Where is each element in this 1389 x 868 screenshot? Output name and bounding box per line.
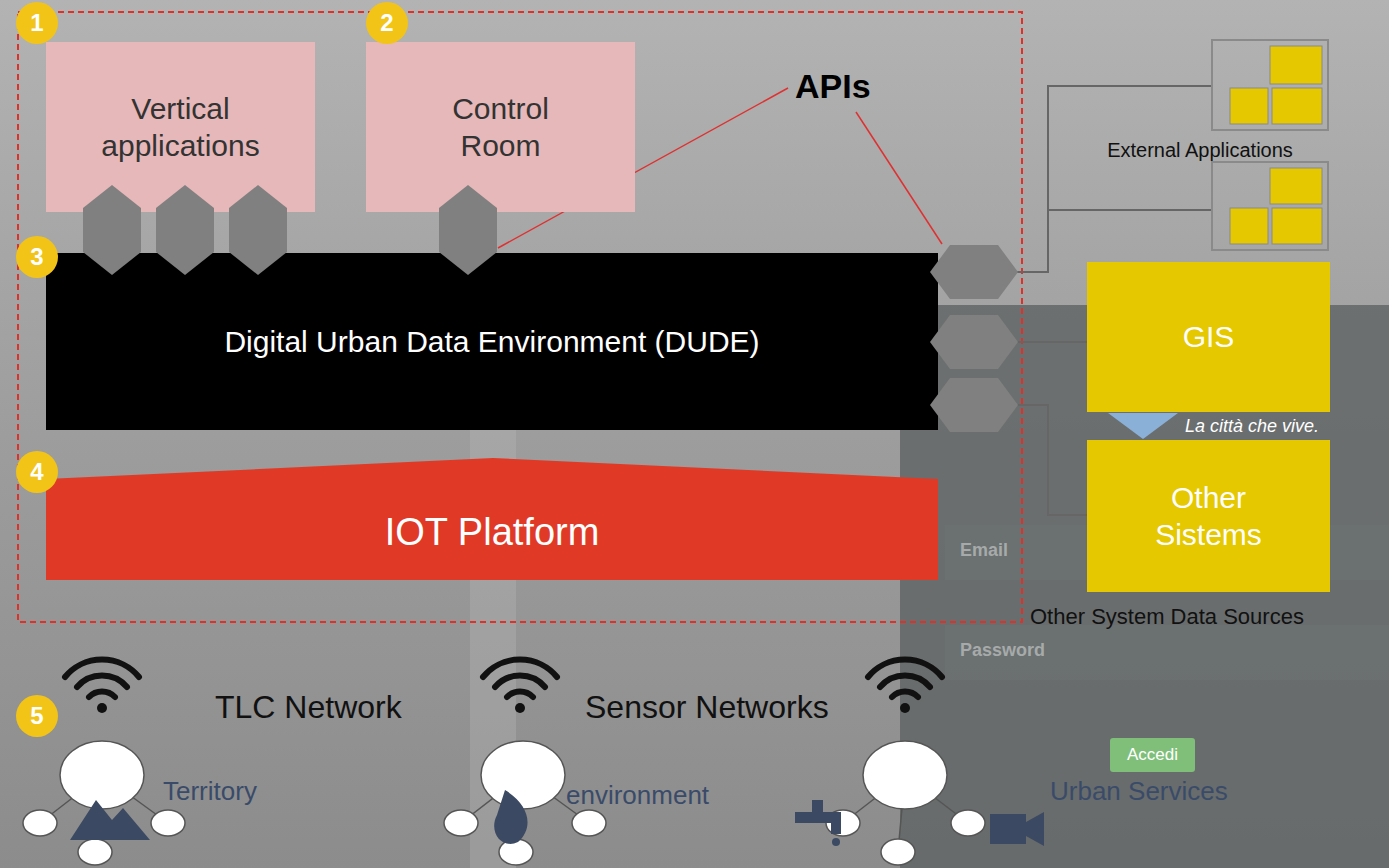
wifi-arc [880,676,930,687]
node-text: Other Sistems [1126,479,1291,554]
sensor-tree [23,741,185,865]
node-text: External Applications [1107,138,1293,163]
wifi-dot [97,703,107,713]
platform-boundary [18,12,1022,622]
wifi-arc [507,691,533,697]
wifi-dot [515,703,525,713]
water-drop [832,838,840,846]
node-text: IOT Platform [385,509,600,557]
api-hexagon-group [83,185,1018,432]
watermark-field: Password [960,640,1045,662]
domain-label: environment [566,780,709,811]
watermark-field: Email [960,540,1008,562]
tree-leaf [881,839,915,865]
network-label: TLC Network [215,688,402,726]
icon-tile [1230,88,1268,124]
wifi-dot [900,703,910,713]
wifi-arc [483,660,557,677]
wire [1062,209,1212,211]
node-text: Control Room [416,90,586,165]
api-hexagon [156,185,214,275]
sensor-tree [826,741,985,865]
wifi-arc [77,676,127,687]
icon-frame [1212,40,1328,130]
icon-tile [1270,46,1322,84]
tree-leaf [151,810,185,836]
wifi-arc [868,660,942,677]
api-hexagon [229,185,287,275]
faucet-handle [812,800,823,814]
wifi-arc [65,660,139,677]
login-button [1110,738,1195,772]
faucet-spout [831,822,841,834]
data-flow-triangle [46,458,938,485]
tree-leaf [572,810,606,836]
logo-mark [1108,413,1178,439]
wifi-icon [65,660,139,713]
watermark-slogan: La città che vive. [1185,416,1319,438]
domain-label: Territory [163,776,257,807]
leader-line [856,112,942,244]
wifi-icon [483,660,557,713]
environment-icon [494,790,527,844]
application-icon [1212,162,1328,250]
api-hexagon [930,245,1018,299]
tree-root [60,741,144,809]
icon-tile [1270,168,1322,204]
callout-number: 2 [366,2,408,44]
icon-tile [1272,88,1322,124]
camera-icon [990,812,1044,846]
wifi-arc [495,676,545,687]
api-hexagon [930,315,1018,369]
wifi-arc [892,691,918,697]
group-caption: Other System Data Sources [1030,604,1304,630]
application-box: Control Room [366,42,635,212]
domain-label: Urban Services [1050,776,1228,807]
api-connector [938,341,1087,343]
icon-tile [1272,208,1322,244]
network-label: Sensor Networks [585,688,829,726]
watermark-button: Accedi [1110,738,1195,772]
tree-root [863,741,947,809]
camera-body [990,814,1026,844]
mountain-icon [70,800,150,840]
icon-frame [1212,162,1328,250]
api-hexagon [439,185,497,275]
callout-number: 3 [16,236,58,278]
api-label: APIs [795,66,871,107]
faucet-icon [795,800,841,846]
wifi-icon [868,660,942,713]
data-source-box: Other Sistems [1087,440,1330,592]
node-text: Vertical applications [76,90,286,165]
wifi-arc [89,691,115,697]
api-connector [938,210,1062,272]
api-hexagon [83,185,141,275]
tree-leaf [444,810,478,836]
camera-lens [1026,812,1044,846]
platform-box: Digital Urban Data Environment (DUDE) [46,253,938,430]
platform-box: IOT Platform [46,485,938,580]
external-apps-group: External Applications [1062,132,1338,169]
callout-number: 4 [16,451,58,493]
tree-root [481,741,565,809]
application-box: Vertical applications [46,42,315,212]
tree-leaf [78,839,112,865]
tree-leaf [951,810,985,836]
application-icon [1212,40,1328,130]
data-source-box: GIS [1087,262,1330,412]
node-text: Digital Urban Data Environment (DUDE) [224,323,759,361]
callout-number: 1 [16,2,58,44]
input-field [945,625,1389,680]
tree-leaf [23,810,57,836]
api-hexagon [930,378,1018,432]
api-connector [938,405,1087,515]
callout-number: 5 [16,695,58,737]
node-text: GIS [1183,318,1235,356]
tree-leaf [499,839,533,865]
sensor-tree [444,741,606,865]
icon-tile [1230,208,1268,244]
